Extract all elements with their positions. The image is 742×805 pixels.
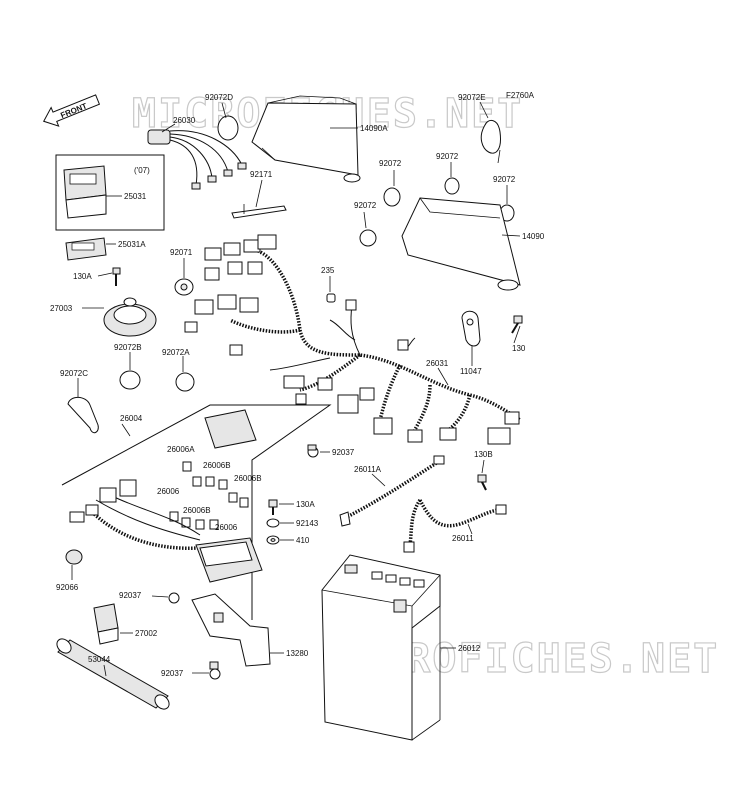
front-arrow-icon: FRONT	[43, 94, 101, 127]
part-92071	[174, 278, 194, 296]
label-26006-1: 26006	[157, 487, 180, 496]
part-14090	[401, 197, 521, 291]
label-92037-mid: 92037	[119, 591, 142, 600]
label-92143: 92143	[296, 519, 319, 528]
part-92037-mid	[168, 592, 180, 604]
part-13280	[191, 593, 271, 667]
label-26012: 26012	[458, 644, 481, 653]
label-92071: 92071	[170, 248, 193, 257]
label-92072-c: 92072	[354, 201, 377, 210]
label-27003: 27003	[50, 304, 73, 313]
label-92072-b: 92072	[436, 152, 459, 161]
diagram-code: F2760A	[506, 91, 535, 100]
part-92037-bot	[209, 661, 221, 680]
label-14090: 14090	[522, 232, 545, 241]
label-14090A: 14090A	[360, 124, 388, 133]
callout-box-26004	[61, 404, 332, 620]
label-27002: 27002	[135, 629, 158, 638]
part-14090A	[251, 95, 361, 183]
part-410	[266, 535, 280, 545]
part-92072-a	[383, 187, 401, 207]
fuses-group	[169, 461, 249, 530]
label-26031: 26031	[426, 359, 449, 368]
part-53044	[56, 638, 170, 710]
label-26006B-3: 26006B	[183, 506, 211, 515]
label-130A-mid: 130A	[296, 500, 315, 509]
part-130	[511, 315, 523, 334]
part-92037-top	[307, 444, 319, 458]
part-11047	[461, 310, 481, 347]
label-92066: 92066	[56, 583, 79, 592]
label-235: 235	[321, 266, 335, 275]
label-13280: 13280	[286, 649, 309, 658]
part-92072C	[67, 396, 99, 434]
part-26031-harness	[184, 234, 521, 445]
label-92072D: 92072D	[205, 93, 233, 102]
part-26011A	[339, 455, 445, 527]
label-130A-top: 130A	[73, 272, 92, 281]
label-26030: 26030	[173, 116, 196, 125]
label-410: 410	[296, 536, 310, 545]
callout-box-25031	[55, 154, 165, 231]
label-92072-a: 92072	[379, 159, 402, 168]
part-26004-harness	[69, 479, 263, 583]
label-92037-bot: 92037	[161, 669, 184, 678]
part-130A-top	[112, 267, 121, 286]
label-26006B-1: 26006B	[203, 461, 231, 470]
label-92072B: 92072B	[114, 343, 142, 352]
label-11047: 11047	[460, 367, 482, 376]
label-92072A: 92072A	[162, 348, 190, 357]
label-53044: 53044	[88, 655, 111, 664]
part-92072B	[119, 370, 141, 390]
label-26004: 26004	[120, 414, 143, 423]
part-92066	[65, 549, 83, 565]
part-92072D	[217, 115, 239, 141]
part-92072-b	[444, 177, 460, 195]
part-235	[326, 293, 336, 303]
label-92037-top: 92037	[332, 448, 355, 457]
part-92072E	[480, 119, 501, 164]
label-26006A: 26006A	[167, 445, 195, 454]
label-92072E: 92072E	[458, 93, 486, 102]
part-92072-c	[359, 229, 377, 247]
part-25031A	[65, 237, 107, 261]
label-92072C: 92072C	[60, 369, 88, 378]
label-92171: 92171	[250, 170, 273, 179]
part-27002	[93, 603, 119, 645]
label-130B: 130B	[474, 450, 493, 459]
label-25031A: 25031A	[118, 240, 146, 249]
part-26004-cover	[204, 409, 257, 449]
part-26030	[147, 129, 247, 190]
part-26012-battery	[321, 554, 441, 741]
part-92143	[266, 518, 280, 528]
label-25031: 25031	[124, 192, 147, 201]
part-27003	[103, 297, 157, 337]
part-26011	[403, 499, 507, 553]
part-92072A	[175, 372, 195, 392]
part-92171	[231, 204, 287, 219]
label-26006-2: 26006	[215, 523, 238, 532]
year-note: ('07)	[134, 166, 150, 175]
label-92072-d: 92072	[493, 175, 516, 184]
label-26011A: 26011A	[354, 465, 382, 474]
part-130A-mid	[268, 499, 278, 515]
label-130: 130	[512, 344, 526, 353]
label-26006B-2: 26006B	[234, 474, 262, 483]
part-25031	[63, 165, 107, 219]
part-130B	[477, 474, 487, 491]
label-26011: 26011	[452, 534, 474, 543]
